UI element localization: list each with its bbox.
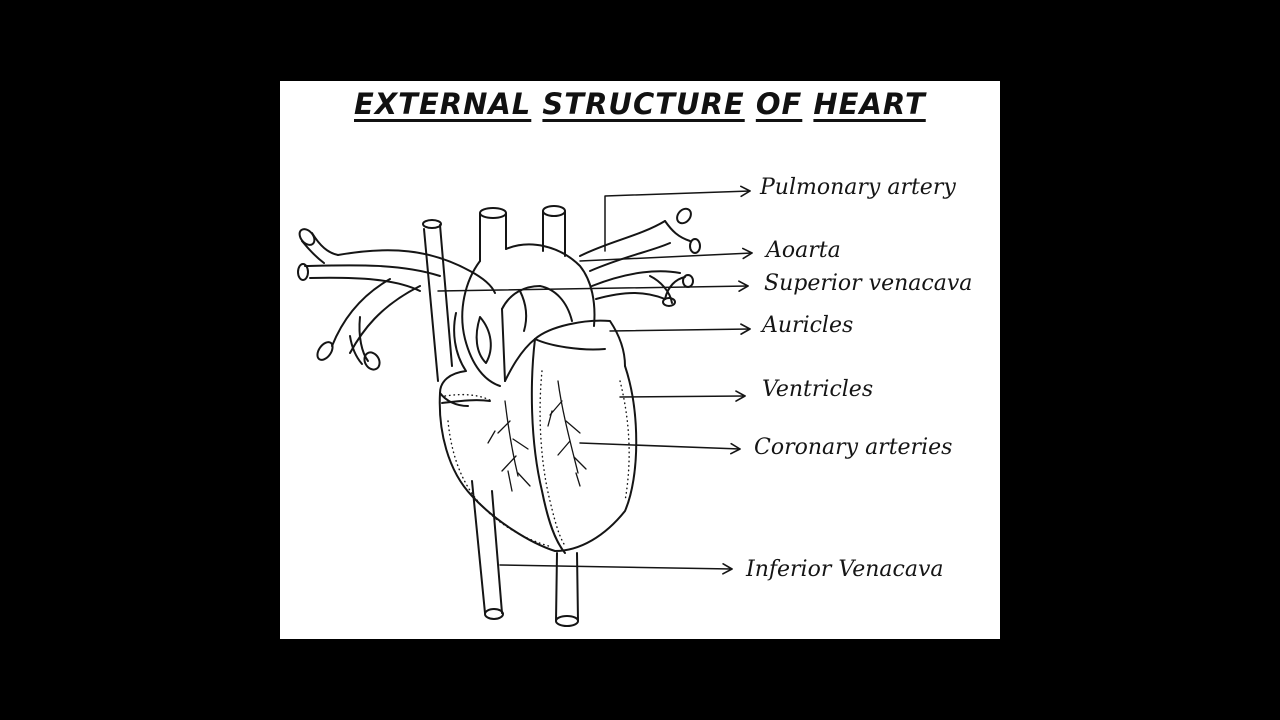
label-coronary-arteries: Coronary arteries — [754, 435, 953, 460]
label-aorta: Aoarta — [766, 238, 841, 263]
right-auricle — [534, 319, 626, 367]
arrow-ventricles — [619, 390, 746, 402]
leader-arrows — [437, 185, 753, 575]
left-auricle — [439, 312, 492, 407]
coronary-arteries-branches — [487, 380, 587, 492]
arrow-aorta — [579, 247, 753, 262]
pulmonary-artery-right-branches — [579, 207, 701, 307]
arrow-pulmonary-artery — [604, 185, 751, 252]
arrow-auricles — [609, 323, 751, 335]
label-pulmonary-artery: Pulmonary artery — [760, 175, 956, 200]
label-ventricles: Ventricles — [762, 377, 874, 402]
label-inferior-venacava: Inferior Venacava — [746, 557, 944, 582]
pulmonary-artery-left-branches — [297, 228, 496, 371]
stippling-dots — [444, 370, 630, 548]
title-word-of: OF — [755, 87, 803, 121]
title-word-heart: HEART — [813, 87, 926, 121]
label-auricles: Auricles — [762, 313, 854, 338]
arrow-superior-venacava — [437, 280, 749, 292]
heart-drawing — [297, 185, 753, 627]
title-word-structure: STRUCTURE — [542, 87, 745, 121]
title-word-external: EXTERNAL — [354, 87, 532, 121]
arrow-inferior-venacava — [499, 563, 733, 575]
page-title: EXTERNAL STRUCTURE OF HEART — [354, 87, 926, 121]
arrow-coronary-arteries — [579, 442, 741, 455]
aorta-vessel — [461, 205, 596, 387]
superior-venacava-vessel — [422, 219, 453, 382]
diagram-sheet: EXTERNAL STRUCTURE OF HEART — [280, 81, 1000, 639]
inferior-venacava-vessel — [471, 480, 579, 627]
ventricles-body — [438, 338, 638, 554]
label-superior-venacava: Superior venacava — [764, 271, 973, 296]
